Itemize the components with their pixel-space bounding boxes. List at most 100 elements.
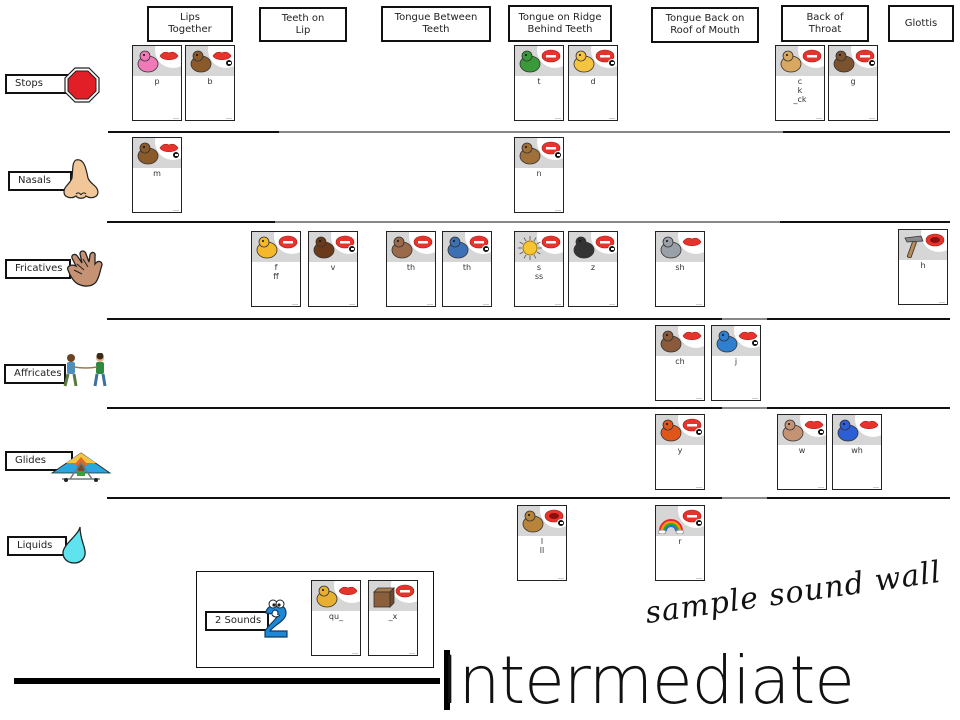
card-grapheme: th [406, 263, 416, 272]
tongue-out-mouth-icon [413, 235, 433, 249]
chicken-icon [660, 330, 682, 353]
row-label-text: Fricatives [15, 263, 63, 274]
sound-card[interactable]: qu_ [311, 580, 361, 656]
card-grapheme: sh [675, 263, 685, 272]
card-corner-mark [226, 118, 232, 119]
row-divider [107, 221, 950, 223]
row-divider [107, 407, 950, 409]
puckered-lips-icon [338, 586, 358, 596]
sound-card[interactable]: p [132, 45, 182, 121]
row-label-fricatives: Fricatives [5, 259, 71, 279]
voiced-speaker-icon[interactable] [695, 428, 703, 436]
voiced-speaker-icon[interactable] [817, 428, 825, 436]
card-corner-mark [555, 304, 561, 305]
card-grapheme: g [850, 77, 856, 86]
open-mouth-icon [925, 233, 945, 247]
column-header-teeth-on-lip: Teeth on Lip [259, 7, 347, 42]
open-teeth-mouth-icon [541, 49, 561, 63]
voiced-speaker-icon[interactable] [554, 151, 562, 159]
voiced-speaker-icon[interactable] [751, 339, 759, 347]
sound-card[interactable]: r [655, 505, 705, 581]
voiced-speaker-icon[interactable] [608, 59, 616, 67]
sound-card[interactable]: b [185, 45, 235, 121]
sound-card[interactable]: wh [832, 414, 882, 490]
card-corner-mark [696, 487, 702, 488]
column-header-tongue-back-roof: Tongue Back on Roof of Mouth [651, 7, 759, 43]
box-icon [373, 587, 395, 608]
voiced-speaker-icon[interactable] [868, 59, 876, 67]
card-corner-mark [609, 118, 615, 119]
voiced-speaker-icon[interactable] [608, 245, 616, 253]
card-grapheme: m [153, 169, 161, 178]
main-title: Intermediate [440, 642, 855, 719]
row-label-glides: Glides [5, 451, 73, 471]
sound-card[interactable]: j [711, 325, 761, 401]
sound-card[interactable]: n [514, 137, 564, 213]
sound-card[interactable]: ch [655, 325, 705, 401]
row-label-nasals: Nasals [8, 171, 72, 191]
card-corner-mark [409, 653, 415, 654]
fish-icon [256, 236, 278, 259]
card-grapheme: d [590, 77, 596, 86]
card-grapheme: p [154, 77, 160, 86]
card-corner-mark [873, 487, 879, 488]
row-label-text: Nasals [18, 175, 51, 186]
column-header-tongue-on-ridge: Tongue on Ridge Behind Teeth [508, 5, 612, 42]
turtle-icon [519, 50, 541, 73]
voiced-speaker-icon[interactable] [225, 59, 233, 67]
duck-icon [573, 50, 595, 73]
bear-icon [190, 50, 212, 73]
column-header-lips-together: Lips Together [147, 6, 233, 42]
sound-card[interactable]: z [568, 231, 618, 307]
card-corner-mark [869, 118, 875, 119]
sound-card[interactable]: sh [655, 231, 705, 307]
card-corner-mark [816, 118, 822, 119]
puckered-lips-icon [804, 420, 824, 430]
row-divider [107, 497, 950, 499]
sound-card[interactable]: _x [368, 580, 418, 656]
card-corner-mark [292, 304, 298, 305]
wheelchair-friends-icon [447, 236, 469, 259]
voiced-speaker-icon[interactable] [172, 151, 180, 159]
sound-card[interactable]: th [442, 231, 492, 307]
card-grapheme: z [590, 263, 596, 272]
card-corner-mark [352, 653, 358, 654]
stop-sign-icon [64, 67, 100, 103]
sound-card[interactable]: f ff [251, 231, 301, 307]
row-divider [108, 131, 950, 133]
nose-icon [63, 159, 99, 199]
row-label-text: Glides [15, 455, 47, 466]
sun-icon [518, 236, 542, 260]
sound-card[interactable]: l ll [517, 505, 567, 581]
sound-card[interactable]: v [308, 231, 358, 307]
card-grapheme: v [330, 263, 336, 272]
card-grapheme: ch [675, 357, 685, 366]
sound-card[interactable]: th [386, 231, 436, 307]
card-corner-mark [696, 398, 702, 399]
sound-card[interactable]: y [655, 414, 705, 490]
voiced-speaker-icon[interactable] [557, 519, 565, 527]
card-grapheme: y [677, 446, 683, 455]
card-grapheme: b [207, 77, 213, 86]
sound-card[interactable]: w [777, 414, 827, 490]
sound-card[interactable]: m [132, 137, 182, 213]
voiced-speaker-icon[interactable] [695, 519, 703, 527]
card-corner-mark [939, 302, 945, 303]
rounded-mouth-icon [738, 331, 758, 341]
open-teeth-mouth-icon [395, 584, 415, 598]
sound-card[interactable]: s ss [514, 231, 564, 307]
nest-icon [519, 142, 541, 165]
sound-card[interactable]: c k _ck [775, 45, 825, 121]
title-underline [14, 678, 440, 684]
card-corner-mark [818, 487, 824, 488]
voiced-speaker-icon[interactable] [482, 245, 490, 253]
voiced-speaker-icon[interactable] [348, 245, 356, 253]
card-grapheme: w [798, 446, 806, 455]
sound-card[interactable]: t [514, 45, 564, 121]
sound-card[interactable]: h [898, 229, 948, 305]
zebra-icon [573, 236, 595, 259]
card-corner-mark [173, 118, 179, 119]
sound-card[interactable]: d [568, 45, 618, 121]
juggler-icon [716, 330, 738, 353]
sound-card[interactable]: g [828, 45, 878, 121]
